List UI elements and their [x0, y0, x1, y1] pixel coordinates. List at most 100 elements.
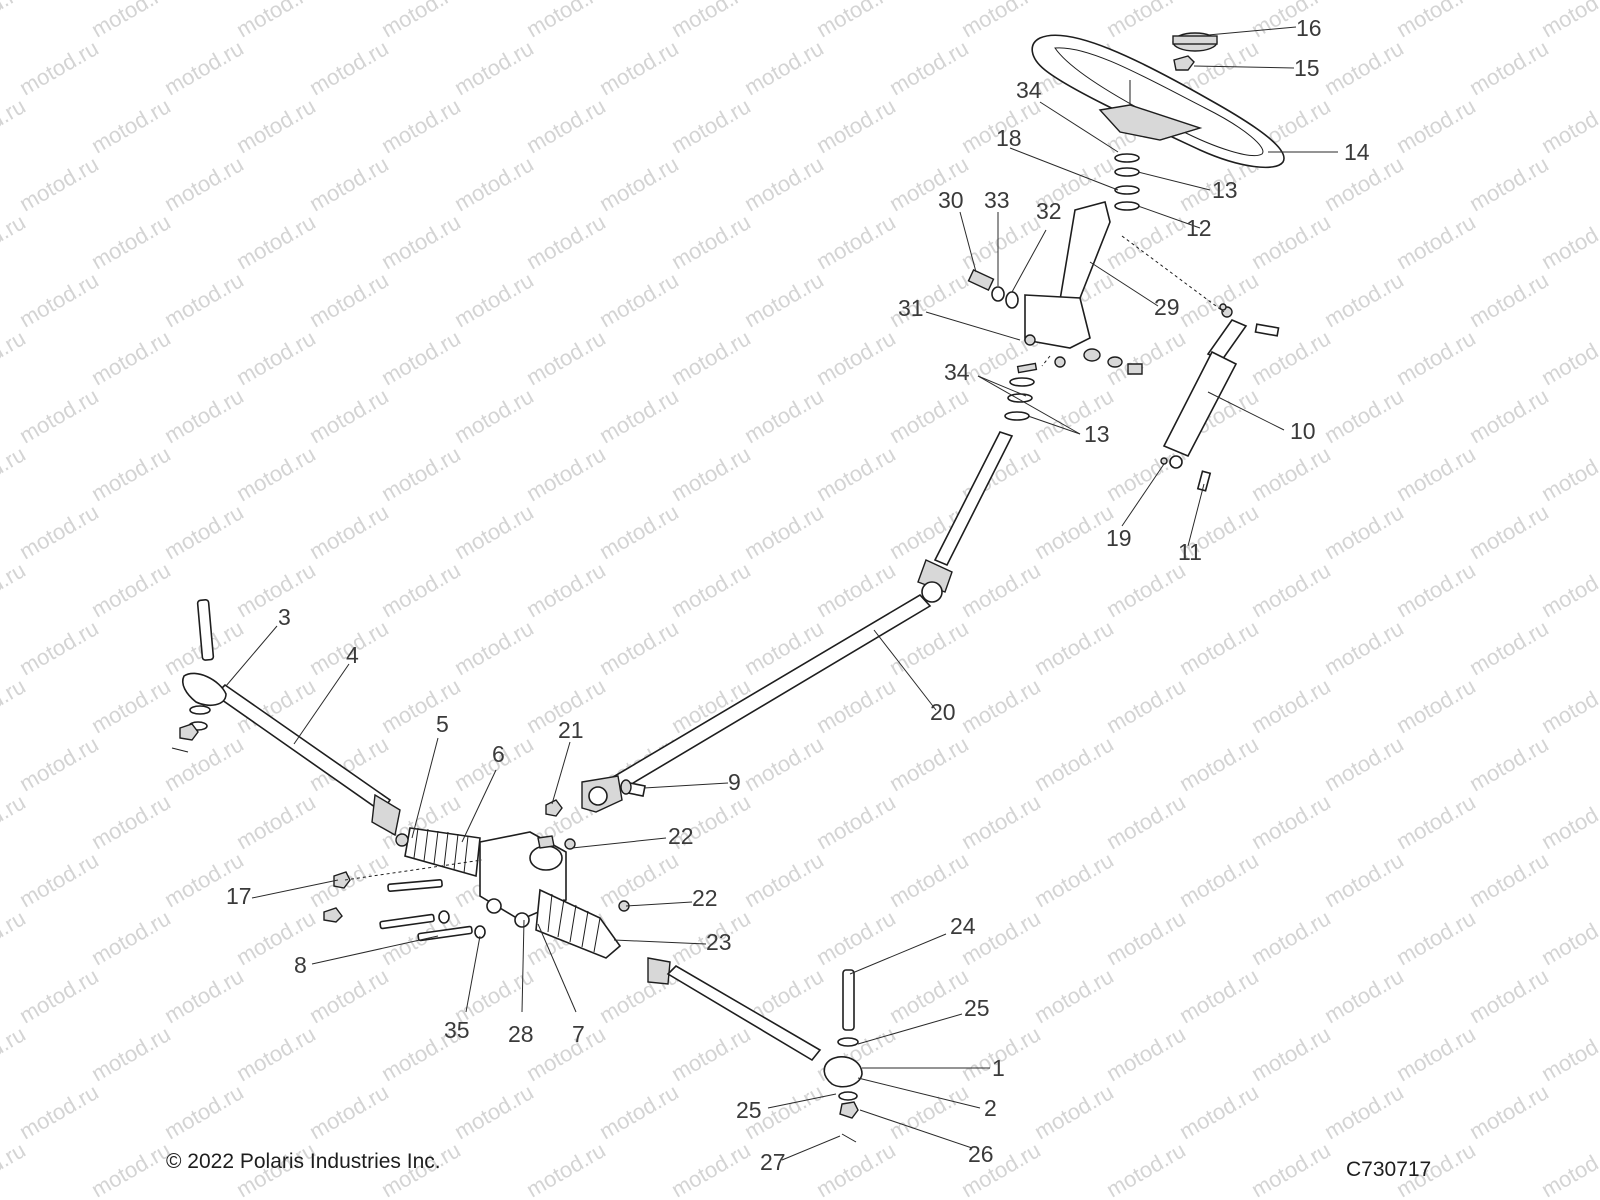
watermark-text: motod.ru	[87, 1021, 175, 1086]
watermark-text: motod.ru	[0, 557, 30, 622]
watermark-text: motod.ru	[1102, 1137, 1190, 1200]
steering-column	[1024, 201, 1143, 375]
watermark-text: motod.ru	[522, 1021, 610, 1086]
watermark-text: motod.ru	[522, 557, 610, 622]
watermark-text: motod.ru	[1030, 615, 1118, 680]
watermark-text: motod.ru	[885, 383, 973, 448]
watermark-text: motod.ru	[160, 383, 248, 448]
callout-16: 16	[1296, 15, 1322, 41]
callout-31: 31	[898, 295, 924, 321]
steering-shaft	[917, 431, 1014, 603]
watermark-text: motod.ru	[1320, 615, 1408, 680]
watermark-text: motod.ru	[595, 615, 683, 680]
watermark-text: motod.ru	[377, 209, 465, 274]
lower-washers	[1004, 362, 1038, 421]
watermark-text: motod.ru	[812, 789, 900, 854]
watermark-text: motod.ru	[1392, 93, 1480, 158]
watermark-text: motod.ru	[595, 383, 683, 448]
watermark-text: motod.ru	[1392, 441, 1480, 506]
watermark-text: motod.ru	[1247, 1137, 1335, 1200]
callout-27: 27	[760, 1149, 786, 1175]
watermark-text: motod.ru	[232, 441, 320, 506]
wheel-nut	[1173, 55, 1195, 71]
callout-6: 6	[492, 741, 505, 767]
watermark-text: motod.ru	[15, 615, 103, 680]
watermark-text: motod.ru	[87, 673, 175, 738]
watermark-text: motod.ru	[0, 1137, 30, 1200]
watermark-text: motod.ru	[812, 325, 900, 390]
watermark-text: motod.ru	[595, 151, 683, 216]
callout-20: 20	[930, 699, 956, 725]
watermark-text: motod.ru	[885, 1079, 973, 1144]
watermark-text: motod.ru	[87, 1137, 175, 1200]
watermark-text: motod.ru	[1247, 789, 1335, 854]
watermark-text: motod.ru	[1247, 673, 1335, 738]
watermark-text: motod.ru	[87, 93, 175, 158]
watermark-text: motod.ru	[812, 93, 900, 158]
watermark-text: motod.ru	[1465, 847, 1553, 912]
callout-34: 34	[1016, 77, 1042, 103]
callout-12: 12	[1186, 215, 1212, 241]
watermark-text: motod.ru	[305, 383, 393, 448]
watermark-text: motod.ru	[0, 441, 30, 506]
watermark-text: motod.ru	[522, 93, 610, 158]
callout-7: 7	[572, 1021, 585, 1047]
watermark-text: motod.ru	[232, 209, 320, 274]
watermark-text: motod.ru	[667, 1021, 755, 1086]
watermark-text: motod.ru	[1102, 905, 1190, 970]
watermark-text: motod.ru	[1247, 441, 1335, 506]
watermark-text: motod.ru	[232, 557, 320, 622]
watermark-text: motod.ru	[1465, 731, 1553, 796]
callout-29: 29	[1154, 294, 1180, 320]
watermark-text: motod.ru	[232, 93, 320, 158]
callout-14: 14	[1344, 139, 1370, 165]
watermark-text: motod.ru	[885, 731, 973, 796]
watermark-text: motod.ru	[87, 557, 175, 622]
drawing-number: C730717	[1346, 1158, 1432, 1181]
callout-5: 5	[436, 711, 449, 737]
watermark-text: motod.ru	[1465, 383, 1553, 448]
intermediate-shaft	[581, 593, 932, 813]
watermark-text: motod.ru	[1392, 673, 1480, 738]
left-tie-rod-hardware	[171, 599, 215, 753]
callout-18: 18	[996, 125, 1022, 151]
watermark-text: motod.ru	[1392, 325, 1480, 390]
watermark-text: motod.ru	[160, 731, 248, 796]
watermark-text: motod.ru	[87, 209, 175, 274]
watermark-text: motod.ru	[15, 731, 103, 796]
watermark-text: motod.ru	[1392, 557, 1480, 622]
rack-mount-bolts	[323, 838, 630, 942]
right-tie-rod	[647, 957, 863, 1088]
watermark-text: motod.ru	[1247, 557, 1335, 622]
callout-2: 2	[984, 1095, 997, 1121]
upper-washers	[1114, 153, 1140, 211]
watermark-text: motod.ru	[595, 1079, 683, 1144]
callout-25: 25	[736, 1097, 762, 1123]
watermark-text: motod.ru	[232, 789, 320, 854]
watermark-text: motod.ru	[15, 35, 103, 100]
watermark-text: motod.ru	[305, 151, 393, 216]
watermark-text: motod.ru	[377, 557, 465, 622]
watermark-text: motod.ru	[740, 731, 828, 796]
watermark-text: motod.ru	[1537, 1137, 1600, 1200]
watermark-text: motod.ru	[450, 383, 538, 448]
watermark-text: motod.ru	[1175, 267, 1263, 332]
callout-32: 32	[1036, 198, 1062, 224]
watermark-text: motod.ru	[377, 93, 465, 158]
watermark-text: motod.ru	[1537, 0, 1600, 42]
watermark-text: motod.ru	[595, 499, 683, 564]
watermark-text: motod.ru	[1102, 789, 1190, 854]
watermark-text: motod.ru	[450, 151, 538, 216]
callout-17: 17	[226, 883, 252, 909]
callout-22: 22	[668, 823, 694, 849]
watermark-text: motod.ru	[1537, 789, 1600, 854]
watermark-text: motod.ru	[1392, 209, 1480, 274]
copyright-notice: © 2022 Polaris Industries Inc.	[166, 1150, 441, 1173]
watermark-text: motod.ru	[522, 1137, 610, 1200]
watermark-text: motod.ru	[740, 847, 828, 912]
watermark-text: motod.ru	[305, 1079, 393, 1144]
watermark-text: motod.ru	[957, 557, 1045, 622]
callout-15: 15	[1294, 55, 1320, 81]
watermark-text: motod.ru	[740, 499, 828, 564]
watermark-text: motod.ru	[1537, 673, 1600, 738]
